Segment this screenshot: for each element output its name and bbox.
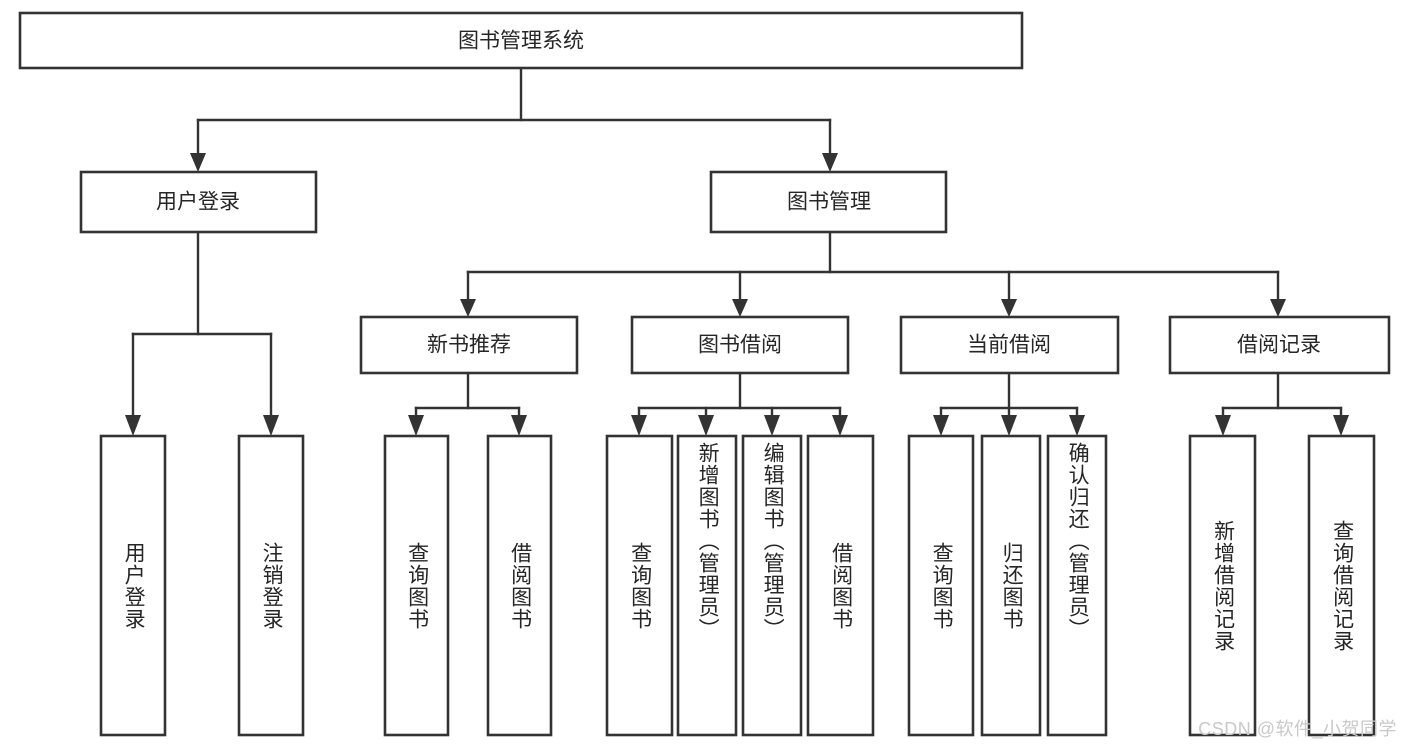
node-box	[899, 315, 1120, 375]
node-box	[709, 170, 948, 234]
arrow-head-icon	[933, 415, 949, 436]
connector-borrowrecord-to-leaves	[1215, 371, 1349, 436]
node-label: 当前借阅	[967, 334, 1051, 357]
node-user-login[interactable]: 用户登录	[79, 170, 318, 234]
leaf-box-edit-book[interactable]	[741, 434, 803, 737]
node-label: 图书借阅	[698, 334, 782, 357]
leaf-box-user-login[interactable]	[99, 434, 167, 737]
node-box	[18, 11, 1024, 70]
node-box	[630, 315, 850, 375]
node-current-borrow[interactable]: 当前借阅	[899, 315, 1120, 375]
arrow-head-icon	[125, 415, 141, 436]
connector-currentborrow-to-leaves	[933, 371, 1085, 436]
leaf-box-add-book[interactable]	[676, 434, 738, 737]
leaf-box-query-book-2[interactable]	[605, 434, 674, 737]
leaf-box-confirm-return[interactable]	[1046, 434, 1108, 737]
arrow-head-icon	[511, 415, 527, 436]
node-root-system[interactable]: 图书管理系统	[18, 11, 1024, 70]
connector-bookborrow-to-leaves	[631, 371, 848, 436]
arrow-head-icon	[631, 415, 647, 436]
leaf-box-borrow-book-1[interactable]	[486, 434, 553, 737]
node-book-borrow[interactable]: 图书借阅	[630, 315, 850, 375]
node-borrow-record[interactable]: 借阅记录	[1168, 315, 1391, 375]
connector-userlogin-to-leaves	[125, 230, 279, 436]
node-label: 图书管理系统	[458, 30, 584, 53]
arrow-head-icon	[263, 415, 279, 436]
leaf-box-query-book-3[interactable]	[907, 434, 975, 737]
node-box	[1168, 315, 1391, 375]
node-label: 新书推荐	[427, 334, 511, 357]
node-label: 用户登录	[156, 191, 240, 214]
arrow-head-icon	[764, 415, 780, 436]
node-box	[359, 315, 579, 375]
leaf-box-borrow-book-2[interactable]	[806, 434, 875, 737]
arrow-head-icon	[1001, 415, 1017, 436]
leaf-box-query-record[interactable]	[1307, 434, 1376, 737]
connector-root-to-level2	[190, 66, 838, 172]
arrow-head-icon	[822, 153, 838, 172]
arrow-head-icon	[460, 299, 476, 317]
arrow-head-icon	[832, 415, 848, 436]
arrow-head-icon	[732, 299, 748, 317]
leaf-box-return-book[interactable]	[980, 434, 1042, 737]
connector-newbook-to-leaves	[408, 371, 527, 436]
arrow-head-icon	[190, 153, 206, 172]
arrow-head-icon	[698, 415, 714, 436]
node-box	[79, 170, 318, 234]
leaf-box-query-book-1[interactable]	[383, 434, 450, 737]
arrow-head-icon	[1270, 299, 1286, 317]
leaf-box-add-record[interactable]	[1188, 434, 1257, 737]
node-new-book-recommend[interactable]: 新书推荐	[359, 315, 579, 375]
connector-bookmgmt-to-level3	[460, 230, 1286, 317]
arrow-head-icon	[1069, 415, 1085, 436]
arrow-head-icon	[1215, 415, 1231, 436]
arrow-head-icon	[1001, 299, 1017, 317]
csdn-watermark: CSDN @软件_小贺同学	[1198, 719, 1397, 739]
node-label: 借阅记录	[1237, 334, 1321, 357]
arrow-head-icon	[1333, 415, 1349, 436]
leaf-box-logout[interactable]	[237, 434, 305, 737]
arrow-head-icon	[408, 415, 424, 436]
node-label: 图书管理	[787, 191, 871, 214]
node-book-management[interactable]: 图书管理	[709, 170, 948, 234]
